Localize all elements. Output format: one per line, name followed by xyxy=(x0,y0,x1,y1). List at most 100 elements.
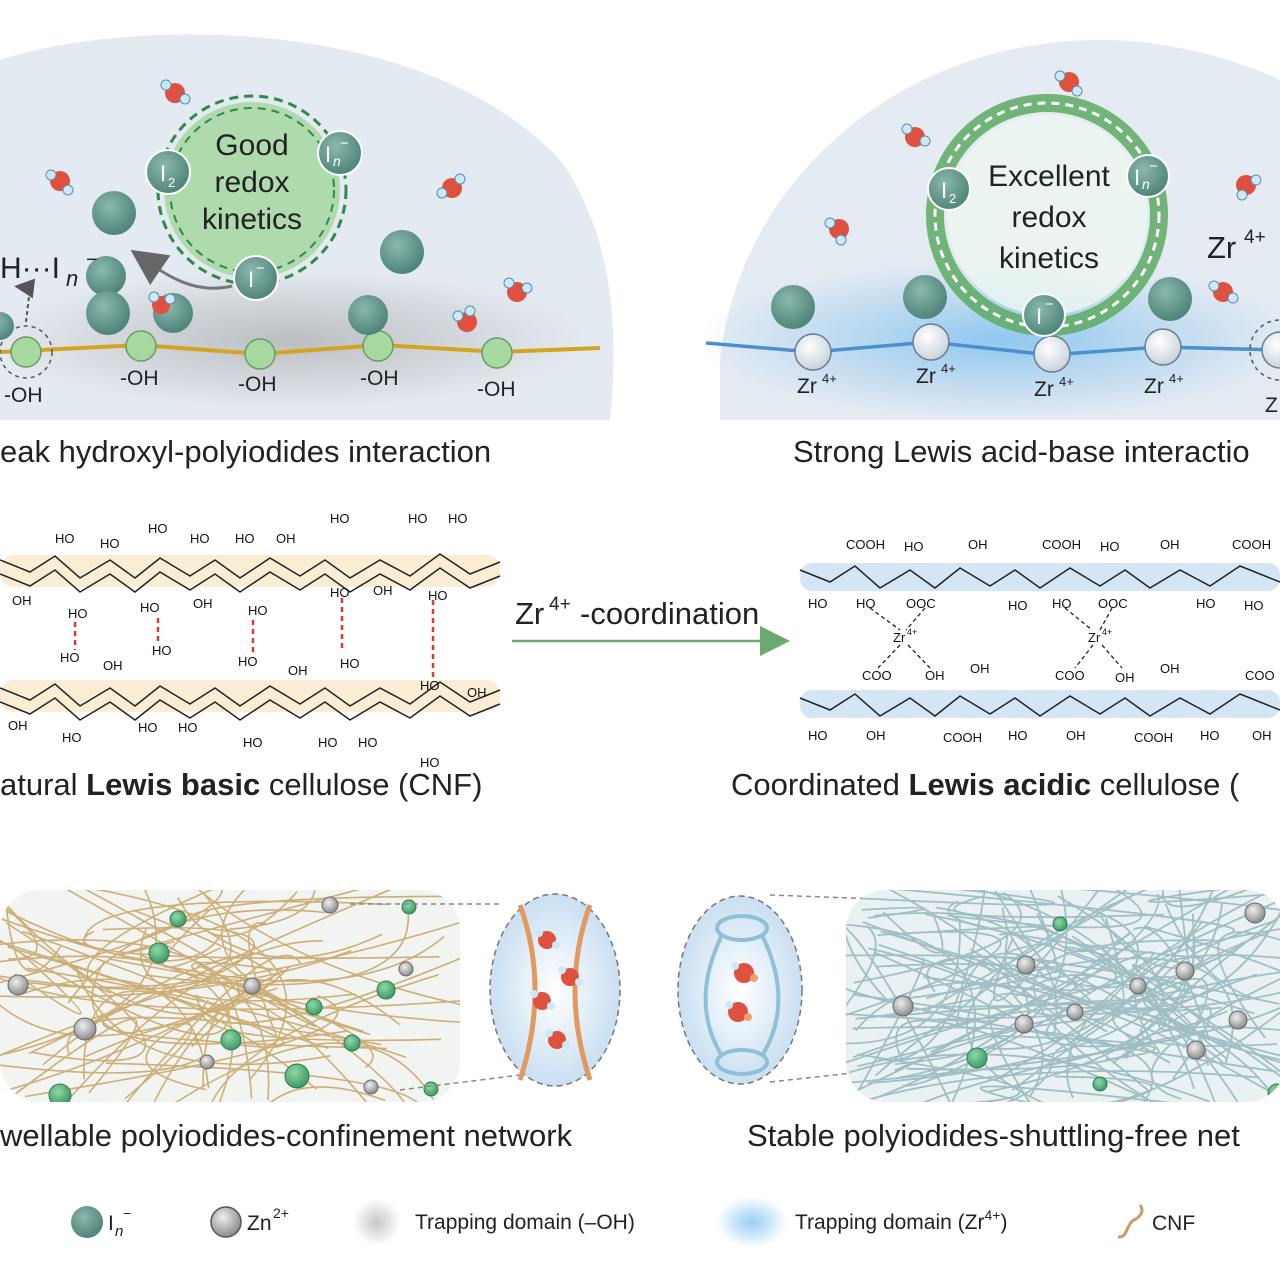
fiber xyxy=(870,890,1280,916)
caption-top-left: eak hydroxyl-polyiodides interaction xyxy=(0,434,491,469)
svg-text:HO: HO xyxy=(1008,728,1028,743)
svg-text:I: I xyxy=(1036,304,1042,329)
caption-middle-left: atural Lewis basic cellulose (CNF) xyxy=(0,767,482,802)
polyiodide-ion xyxy=(220,1029,242,1051)
ring-backbone-top xyxy=(799,565,1280,589)
svg-text:HO: HO xyxy=(248,603,268,618)
polyiodide-ion xyxy=(401,899,417,915)
zr-node xyxy=(794,333,832,371)
svg-text:OH: OH xyxy=(467,685,487,700)
oh-node xyxy=(10,336,42,368)
polyiodide-ion xyxy=(376,980,396,1000)
polyiodide-ball xyxy=(903,275,947,319)
fiber xyxy=(1148,890,1280,903)
svg-text:OH: OH xyxy=(288,663,308,678)
svg-text:HO: HO xyxy=(1008,598,1028,613)
fiber xyxy=(846,890,1249,1102)
svg-text:I: I xyxy=(160,161,166,186)
fiber xyxy=(846,985,1280,1087)
fiber xyxy=(948,1052,1055,1102)
oh-node xyxy=(244,338,276,370)
fiber xyxy=(878,943,1147,1050)
svg-text:HO: HO xyxy=(140,600,160,615)
fiber xyxy=(860,890,1236,933)
polyiodide-ion xyxy=(169,910,187,928)
polyiodide-ion xyxy=(343,1034,361,1052)
fiber xyxy=(66,1016,382,1054)
svg-text:2+: 2+ xyxy=(273,1205,289,1221)
cnf-swatch xyxy=(1117,1204,1144,1239)
fiber xyxy=(210,932,383,959)
svg-text:OH: OH xyxy=(12,593,32,608)
zoom-oval-left xyxy=(489,893,621,1087)
fiber xyxy=(0,1055,205,1074)
zn-ion xyxy=(73,1017,97,1041)
svg-text:4+: 4+ xyxy=(549,594,571,615)
svg-text:OH: OH xyxy=(276,531,296,546)
fiber xyxy=(868,903,1223,1084)
fiber xyxy=(846,890,1056,906)
svg-text:COOH: COOH xyxy=(1134,730,1173,745)
svg-text:n: n xyxy=(115,1223,123,1240)
legend-in: I n − xyxy=(71,1205,131,1240)
network-ions xyxy=(892,902,1280,1102)
zn-ion xyxy=(1228,1010,1248,1030)
svg-text:OH: OH xyxy=(1160,661,1180,676)
zn-ion xyxy=(1244,902,1266,924)
svg-text:CNF: CNF xyxy=(1152,1212,1195,1235)
network-ions xyxy=(7,896,439,1102)
fiber xyxy=(248,922,278,1037)
middle-row: HO HO HO HO HO OH HO HO HO OH HO HO OH H… xyxy=(0,511,1280,802)
svg-text:HO: HO xyxy=(340,656,360,671)
oh-label: -OH xyxy=(360,367,399,390)
fiber xyxy=(3,905,38,960)
fiber xyxy=(1048,895,1164,1067)
fiber-network-right xyxy=(846,890,1280,1102)
oh-label: -OH xyxy=(4,384,43,407)
fiber xyxy=(1143,925,1280,989)
zn-ion xyxy=(7,974,29,996)
fiber xyxy=(862,920,1206,1038)
fiber xyxy=(1054,1075,1153,1102)
zn-swatch xyxy=(210,1206,242,1238)
fiber xyxy=(1111,1008,1171,1064)
caption-middle-right: Coordinated Lewis acidic cellulose ( xyxy=(731,767,1240,802)
svg-text:HO: HO xyxy=(1196,596,1216,611)
zn-ion xyxy=(1016,955,1036,975)
svg-text:COO: COO xyxy=(862,668,892,683)
zn-ion xyxy=(892,995,914,1017)
oh-node xyxy=(481,337,513,369)
svg-text:−: − xyxy=(1149,158,1158,175)
fiber-network-left xyxy=(0,890,460,1102)
trap-oh-swatch xyxy=(353,1198,401,1246)
svg-text:OH: OH xyxy=(1066,728,1086,743)
svg-text:I: I xyxy=(108,1212,114,1235)
polyiodide-swatch xyxy=(71,1206,103,1238)
cycle-text-line: kinetics xyxy=(999,242,1099,275)
fiber xyxy=(927,925,1047,936)
cnf-chem-labels: HO HO HO HO HO OH HO HO HO OH HO HO OH H… xyxy=(8,511,487,770)
i2-badge: I 2 xyxy=(927,167,971,211)
svg-text:OH: OH xyxy=(968,537,988,552)
svg-text:OH: OH xyxy=(1160,537,1180,552)
fiber xyxy=(903,1029,1207,1102)
fiber xyxy=(102,1016,387,1050)
fiber xyxy=(202,1000,368,1102)
polyiodide-ball xyxy=(771,285,815,329)
water-molecule xyxy=(1236,174,1262,201)
fiber xyxy=(91,960,348,1045)
polyiodide-ion xyxy=(305,998,323,1016)
fiber xyxy=(1093,1006,1280,1102)
curved-arrow xyxy=(130,249,233,290)
svg-text:COO: COO xyxy=(1055,668,1085,683)
top-right-panel: Zr 4+ Zr 4+ Zr 4+ Zr 4+ Z Excellent xyxy=(700,40,1280,469)
water-molecule xyxy=(45,169,74,196)
fiber xyxy=(846,986,1278,1073)
polyiodide-ball xyxy=(380,230,424,274)
svg-text:HO: HO xyxy=(330,585,350,600)
fiber xyxy=(979,1085,1188,1102)
svg-text:OH: OH xyxy=(970,661,990,676)
zr-cnf-structure: Zr 4+ Zr 4+ COOH HO OH COOH HO OH COOH H… xyxy=(799,537,1280,745)
